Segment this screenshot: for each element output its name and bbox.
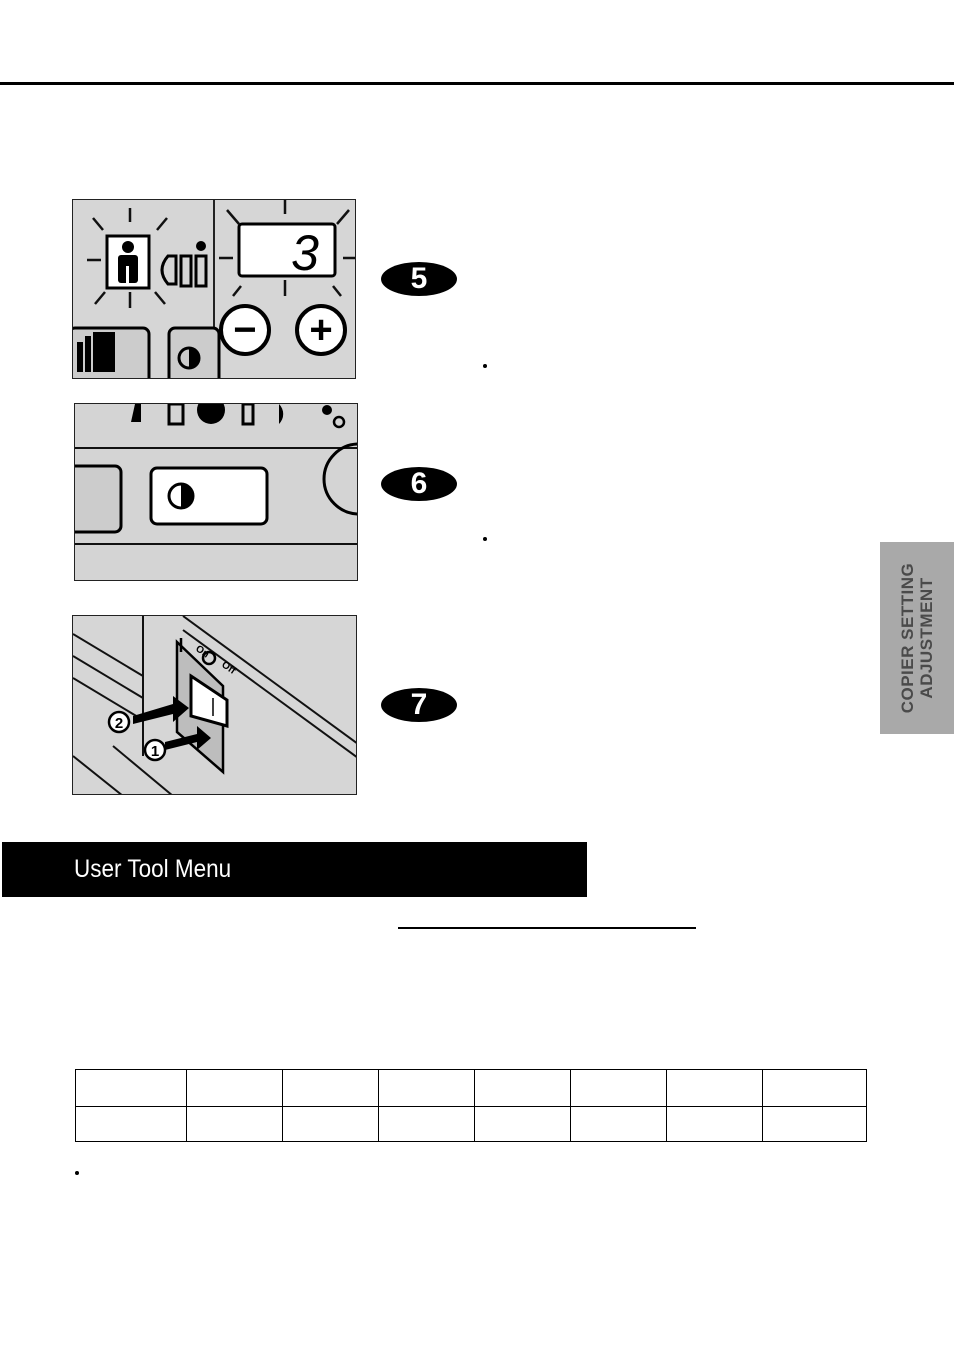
table-cell [186,1069,283,1107]
underline-rule [398,927,696,929]
plus-key-icon [295,304,347,356]
section-side-tab: COPIER SETTING ADJUSTMENT [880,542,954,734]
minus-symbol: − [233,308,256,352]
header-rule [0,82,954,85]
step-5-badge: 5 [381,262,457,296]
table-cell [282,1106,379,1142]
step-6-bullet [483,537,487,541]
table-cell [666,1069,763,1107]
step-7-badge: 7 [381,688,457,722]
table-cell [474,1069,571,1107]
side-tab-line-1: COPIER SETTING [898,562,917,714]
table-cell [378,1069,475,1107]
table-row [75,1106,867,1142]
illustration-density-panel: 3 − + [72,199,356,379]
step-6-badge: 6 [381,467,457,501]
side-tab-label: COPIER SETTING ADJUSTMENT [898,563,936,714]
callout-2: 2 [115,715,123,732]
user-tool-table [75,1069,867,1142]
density-panel-drawing: 3 − + [73,200,355,378]
table-cell [762,1069,867,1107]
arrow-2-icon [133,696,189,724]
table-cell [75,1106,187,1142]
section-banner: User Tool Menu [2,842,587,897]
side-tab-line-2: ADJUSTMENT [917,577,936,699]
table-cell [186,1106,283,1142]
table-cell [570,1069,667,1107]
arrow-1-icon [165,726,211,750]
note-bullet [75,1171,79,1175]
minus-key-icon [219,304,271,356]
display-value: 3 [291,225,319,281]
callout-1: 1 [151,743,159,760]
person-icon [105,234,151,290]
illustration-image-density-key [74,403,358,581]
table-cell [666,1106,763,1142]
plus-symbol: + [309,308,332,352]
table-cell [570,1106,667,1142]
main-switch-drawing: On Off 2 1 [73,616,356,794]
table-cell [474,1106,571,1142]
power-switch-icon [189,673,229,728]
table-cell [378,1106,475,1142]
section-title: User Tool Menu [74,855,232,883]
table-cell [75,1069,187,1107]
table-cell [282,1069,379,1107]
illustration-main-switch: On Off 2 1 [72,615,357,795]
table-row [75,1069,867,1107]
image-density-key-drawing [75,404,357,580]
step-5-bullet [483,364,487,368]
table-cell [762,1106,867,1142]
